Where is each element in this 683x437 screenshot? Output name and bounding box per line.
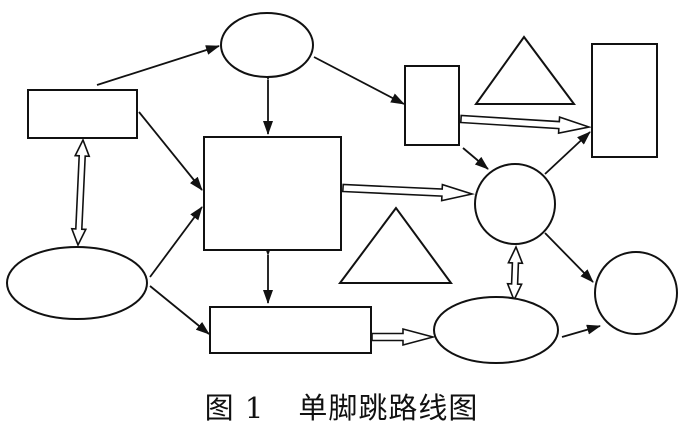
node-rect-bottom-center [209,306,372,354]
edge-ellipse-left-bottom-to-rect-bottom-center [149,285,210,335]
figure-caption: 图 1 单脚跳路线图 [0,384,683,428]
edge-square-center-to-circle-middle [341,183,476,202]
edges-layer [70,45,601,347]
edge-rect-left-top-to-square-center [138,111,203,191]
node-ellipse-bottom-right [433,296,559,364]
edge-rect-left-top-to-ellipse-left-bottom [70,138,91,247]
node-rect-left-top [27,89,138,139]
edge-ellipse-bottom-right-to-circle-right [561,324,601,338]
node-circle-middle [474,163,556,245]
edge-rect-tall-small-to-rect-tall-right [459,114,593,135]
edge-rect-tall-small-to-circle-middle [462,147,489,170]
node-circle-right [594,251,678,335]
node-triangle-middle [338,206,453,284]
node-ellipse-left-bottom [6,246,148,320]
edge-circle-middle-to-circle-right [544,232,594,283]
edge-circle-middle-to-ellipse-bottom-right [506,245,524,302]
nodes-layer [6,12,678,364]
node-rect-tall-small [404,65,460,146]
figure-title: 单脚跳路线图 [298,391,479,425]
node-ellipse-top-center [220,12,314,78]
edge-rect-bottom-center-to-ellipse-bottom-right [371,327,437,347]
node-triangle-top [474,35,576,105]
edge-ellipse-top-center-to-rect-tall-small [313,56,405,105]
node-rect-tall-right [591,43,658,158]
figure-label: 图 1 [204,391,265,425]
edge-circle-middle-to-rect-tall-right [544,131,591,175]
edge-ellipse-left-bottom-to-square-center [149,206,203,278]
edge-rect-left-top-to-ellipse-top-center [96,45,220,86]
node-square-center [203,136,342,251]
